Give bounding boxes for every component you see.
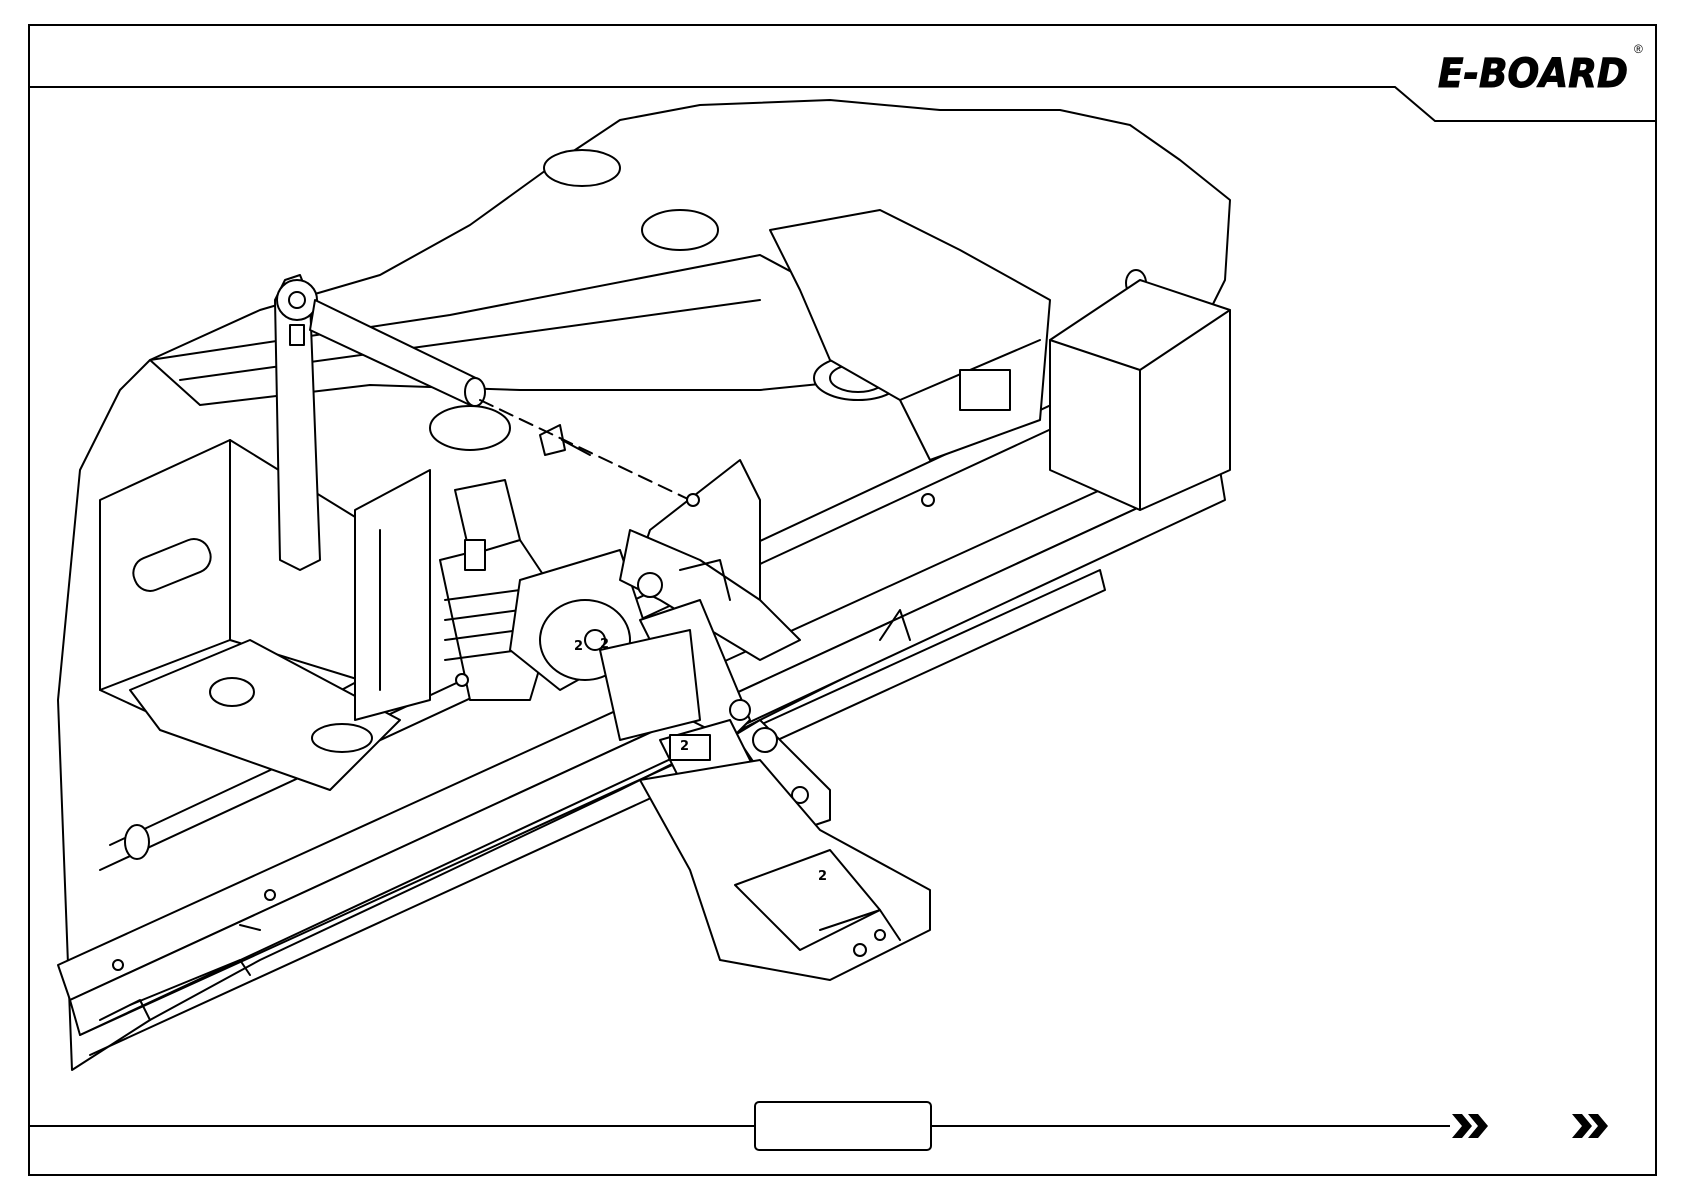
callout-4: 2 <box>600 637 609 652</box>
registered-mark: ® <box>1634 42 1643 56</box>
double-chevron-right-icon[interactable] <box>1572 1114 1608 1138</box>
callout-2: 2 <box>680 739 689 754</box>
vehicle-underbody-illustration <box>58 100 1230 1070</box>
eboard-logo: E-BOARD ® <box>1438 42 1643 97</box>
logo-text: E-BOARD <box>1438 51 1628 97</box>
page-number-box <box>755 1102 931 1150</box>
double-chevron-right-icon[interactable] <box>1452 1114 1488 1138</box>
callout-1: 2 <box>574 639 583 654</box>
callout-3: 2 <box>818 869 827 884</box>
